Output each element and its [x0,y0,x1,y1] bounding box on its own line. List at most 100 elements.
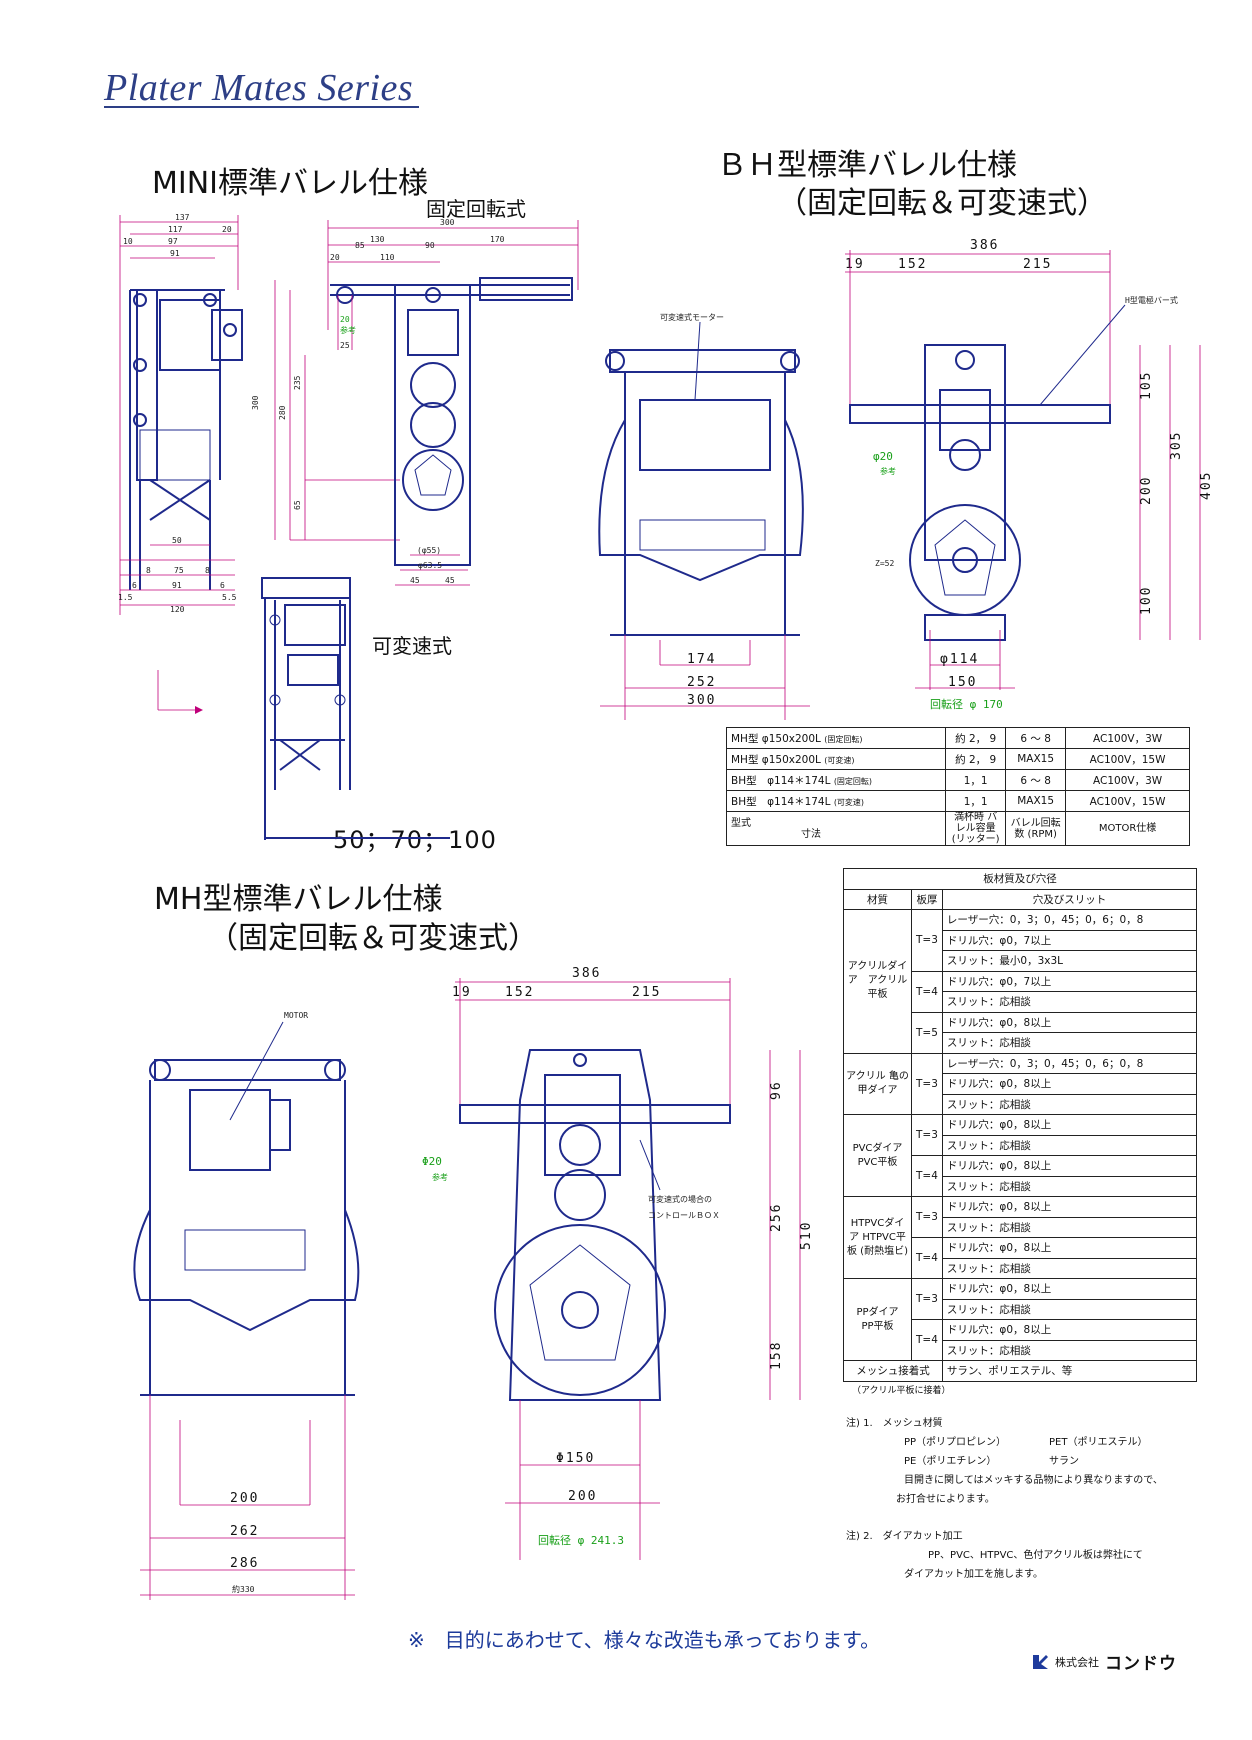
spec-rpm: MAX15 [1005,790,1067,812]
bh-dim-phi114: φ114 [940,652,979,667]
company-prefix: 株式会社 [1055,1655,1099,1669]
bh-dim-252: 252 [687,675,716,690]
mh-control-label-1: 可変速式の場合の [648,1194,712,1204]
spec-model: BH型 φ114＊174L (固定回転) [725,769,947,791]
company-logo-icon [1033,1654,1048,1669]
mini-dim-phi55: (φ55) [417,546,441,555]
note-pp: PP（ポリプロピレン） [904,1437,1007,1448]
mesh-note: （アクリル平板に接着） [852,1386,951,1396]
bh-dim-386: 386 [970,238,999,253]
hole-spec: ドリル穴：φ0，8以上 [941,1196,1198,1218]
note1-title: 注) 1. メッシュ材質 [846,1418,943,1429]
notes-section: 注) 1. メッシュ材質 PP（ポリプロピレン）PET（ポリエステル） PE（ポ… [846,1414,1163,1584]
note2-text2: ダイアカット加工を施します。 [904,1569,1043,1580]
bh-dim-19: 19 [845,257,865,272]
material-group-name: PPダイア PP平板 [843,1278,912,1361]
mh-dim-330: 約330 [232,1584,255,1594]
hole-spec: レーザー穴：0，3；0，45；0，6；0，8 [941,909,1198,931]
thickness-cell: T=3 [911,909,943,972]
mini-dim-25: 25 [340,341,350,350]
hole-spec: レーザー穴：0，3；0，45；0，6；0，8 [941,1052,1198,1074]
thickness-cell: T=4 [911,970,943,1013]
thickness-cell: T=3 [911,1196,943,1238]
bh-ref: 参考 [880,466,896,476]
bh-z52: Z=52 [875,559,894,568]
mh-dim-286: 286 [230,1556,259,1571]
spec-model: MH型 φ150x200L (可変速) [725,748,947,770]
bh-electrode-label: H型電極バー式 [1125,295,1178,305]
spec-footer-type: 型式寸法 [725,811,947,846]
mini-dim-8b: 8 [205,566,210,575]
mini-front-view: 300 130 170 85 90 110 20 20 参考 25 300 28… [251,218,579,586]
mh-dim-510: 510 [799,1221,814,1250]
mh-dim-215: 215 [632,985,661,1000]
mh-dim-158: 158 [769,1341,784,1370]
mini-size-label: 50；70；100 [333,826,497,854]
bh-dim-305: 305 [1169,431,1184,460]
mini-dim-91a: 91 [170,249,180,258]
mini-dim-85: 85 [355,241,365,250]
mh-dim-152: 152 [505,985,534,1000]
mini-dim-20c: 20 [340,315,350,324]
mini-fixed-caption: 固定回転式 [426,197,526,221]
mini-side-view: 137 117 20 10 97 91 50 75 91 120 8 8 6 6 [118,213,243,615]
spec-capacity: 約 2， 9 [945,727,1007,749]
bh-side-view: 386 19 152 215 H型電極バー式 φ20 参考 Z=52 105 3… [845,238,1214,711]
hole-spec: スリット：応相談 [941,1134,1198,1156]
spec-footer-motor: MOTOR仕様 [1065,811,1190,846]
mini-dim-20a: 20 [222,225,232,234]
mh-dim-200b: 200 [568,1489,597,1504]
spec-model: MH型 φ150x200L (固定回転) [725,727,947,749]
spec-table-footer: 型式寸法 満杯時 バレル容量 (リッター) バレル回転数 (RPM) MOTOR… [725,811,1190,846]
spec-rpm: 6 ～ 8 [1005,727,1067,749]
mh-dim-phi20: Φ20 [422,1155,442,1168]
bh-dim-105: 105 [1139,371,1154,400]
spec-footer-capacity: 満杯時 バレル容量 (リッター) [945,811,1007,846]
material-table: 板材質及び穴径 材質 板厚 穴及びスリット アクリルダイア アクリル平板 T=3… [843,868,1198,1382]
mh-dim-96: 96 [769,1080,784,1100]
bh-dim-152: 152 [898,257,927,272]
hole-spec: ドリル穴：φ0，8以上 [941,1155,1198,1177]
spec-rpm: 6 ～ 8 [1005,769,1067,791]
mini-dim-280: 280 [278,405,287,420]
thickness-cell: T=4 [911,1319,943,1361]
hole-spec: スリット：応相談 [941,1257,1198,1279]
mh-dim-256: 256 [769,1203,784,1232]
mini-heading: MINI標準バレル仕様 [152,166,429,201]
spec-motor: AC100V，3W [1065,727,1190,749]
material-group-name: HTPVCダイア HTPVC平板 (耐熱塩ビ) [843,1196,912,1279]
mh-dim-386: 386 [572,966,601,981]
table-row: BH型 φ114＊174L (可変速) 1，1 MAX15 AC100V，15W [725,790,1190,812]
mini-dim-117: 117 [168,225,183,234]
mini-ref: 参考 [340,325,356,335]
company-logo: 株式会社 コンドウ [1031,1649,1177,1674]
mini-dim-phi635: φ63.5 [418,561,442,570]
mini-dim-6a: 6 [132,581,137,590]
holes-header: 穴及びスリット [941,888,1198,910]
spec-motor: AC100V，15W [1065,748,1190,770]
mh-motor-label: MOTOR [284,1011,308,1020]
material-group-name: アクリルダイア アクリル平板 [843,909,912,1054]
mini-dim-170: 170 [490,235,505,244]
mini-dim-45b: 45 [445,576,455,585]
thickness-cell: T=3 [911,1278,943,1320]
mh-front-view: MOTOR 200 262 286 約330 [133,1011,360,1600]
bh-dim-100: 100 [1139,586,1154,615]
spec-capacity: 1，1 [945,790,1007,812]
mh-rotation-diameter: 回転径 φ 241.3 [538,1534,624,1547]
mini-dim-90: 90 [425,241,435,250]
bh-front-view: 可変速式モーター 174 252 300 [598,312,810,720]
series-title: Plater Mates Series [104,67,420,109]
thickness-cell: T=4 [911,1237,943,1279]
note2-text1: PP、PVC、HTPVC、色付アクリル板は弊社にて [928,1550,1143,1561]
bh-dim-300: 300 [687,693,716,708]
bh-dim-150: 150 [948,675,977,690]
mh-side-view: 386 19 152 215 Φ20 参考 可変速式の場合の コントロールＢＯＸ… [422,966,814,1560]
spec-rpm: MAX15 [1005,748,1067,770]
bh-heading-line2: （固定回転＆可変速式） [777,186,1107,221]
hole-spec: ドリル穴：φ0，7以上 [941,970,1198,992]
hole-spec: スリット：応相談 [941,1093,1198,1115]
bh-rotation-diameter: 回転径 φ 170 [930,698,1003,711]
mh-heading-line2: （固定回転＆可変速式） [208,921,538,956]
mini-dim-91b: 91 [172,581,182,590]
